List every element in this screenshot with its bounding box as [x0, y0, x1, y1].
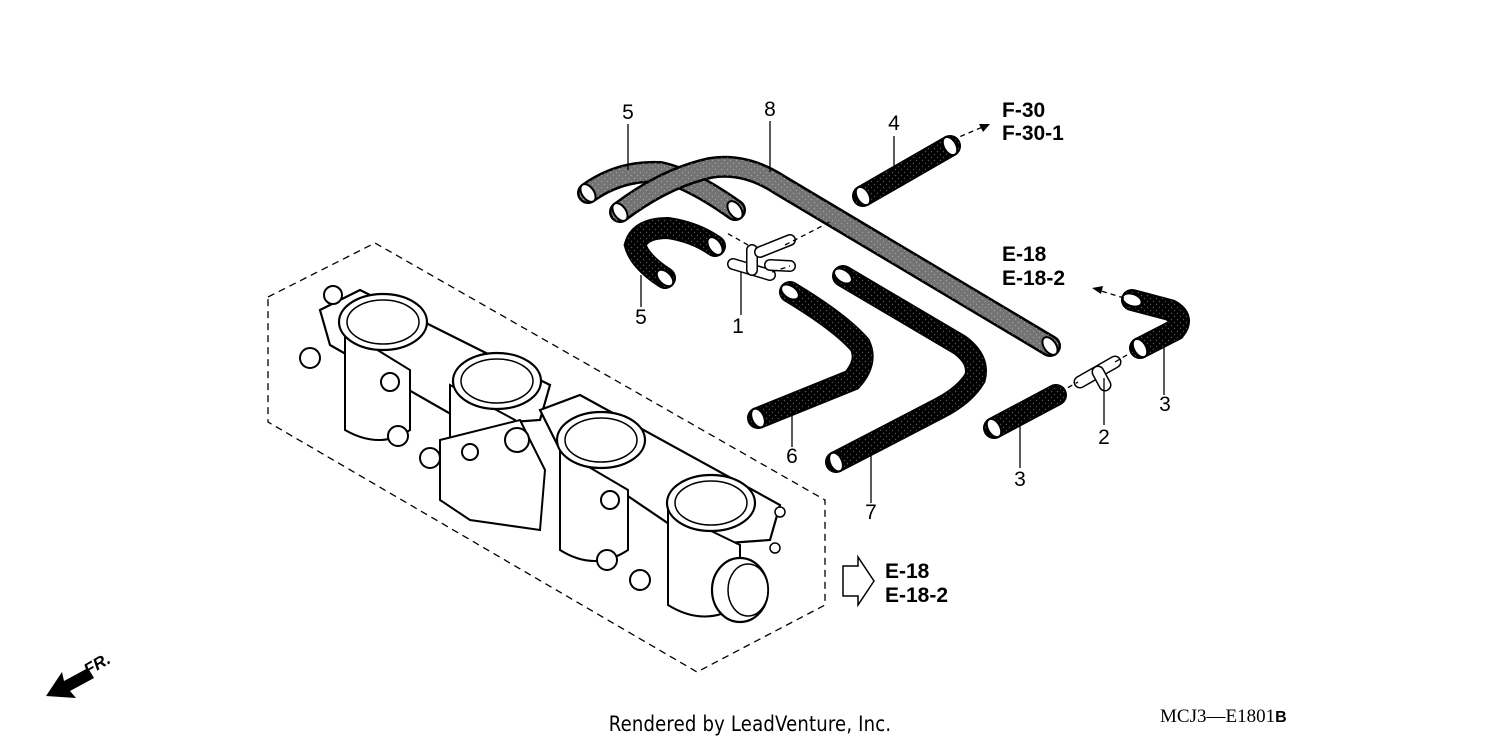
callout-2: 2: [1098, 426, 1110, 449]
t-joint-1[interactable]: [727, 234, 796, 281]
throttle-body-assembly: [267, 242, 826, 673]
front-arrow-icon: [46, 668, 94, 698]
callout-3-right: 3: [1159, 393, 1171, 416]
callout-5-top: 5: [622, 101, 634, 124]
tube-3-bent[interactable]: [1121, 289, 1190, 360]
tube-3-straight[interactable]: [983, 384, 1067, 440]
callout-6: 6: [786, 445, 798, 468]
diagram-code: MCJ3—E1801B: [1160, 706, 1287, 728]
diagram-code-main: MCJ3—E1801: [1160, 706, 1276, 727]
t-joint-2[interactable]: [1073, 355, 1122, 392]
tube-5-upper[interactable]: [577, 160, 746, 222]
diagram-code-suffix: B: [1275, 709, 1287, 726]
ref-e18-upper[interactable]: E-18: [1002, 243, 1047, 266]
ref-e18-lower[interactable]: E-18: [885, 560, 930, 583]
callout-3-bottom: 3: [1014, 468, 1026, 491]
tube-6[interactable]: [747, 281, 874, 429]
callout-1: 1: [732, 315, 744, 338]
callout-4: 4: [888, 112, 900, 135]
tube-7[interactable]: [825, 265, 987, 473]
tube-5-lower[interactable]: [623, 216, 726, 289]
arrow-to-e18: [1092, 286, 1125, 299]
arrow-to-f30: [951, 124, 990, 141]
ref-e18-2-lower[interactable]: E-18-2: [885, 584, 948, 607]
callout-7: 7: [865, 501, 877, 524]
ref-f30-1[interactable]: F-30-1: [1002, 122, 1064, 145]
footer-credit: Rendered by LeadVenture, Inc.: [608, 712, 892, 736]
ref-e18-2-upper[interactable]: E-18-2: [1002, 267, 1065, 290]
tube-4[interactable]: [852, 134, 961, 207]
leader-lines: [627, 121, 1165, 503]
tube-8[interactable]: [609, 155, 1061, 358]
hollow-arrow-icon: [842, 554, 875, 608]
callout-5-bottom: 5: [635, 306, 647, 329]
ref-f30[interactable]: F-30: [1002, 99, 1045, 122]
callout-8: 8: [764, 98, 776, 121]
